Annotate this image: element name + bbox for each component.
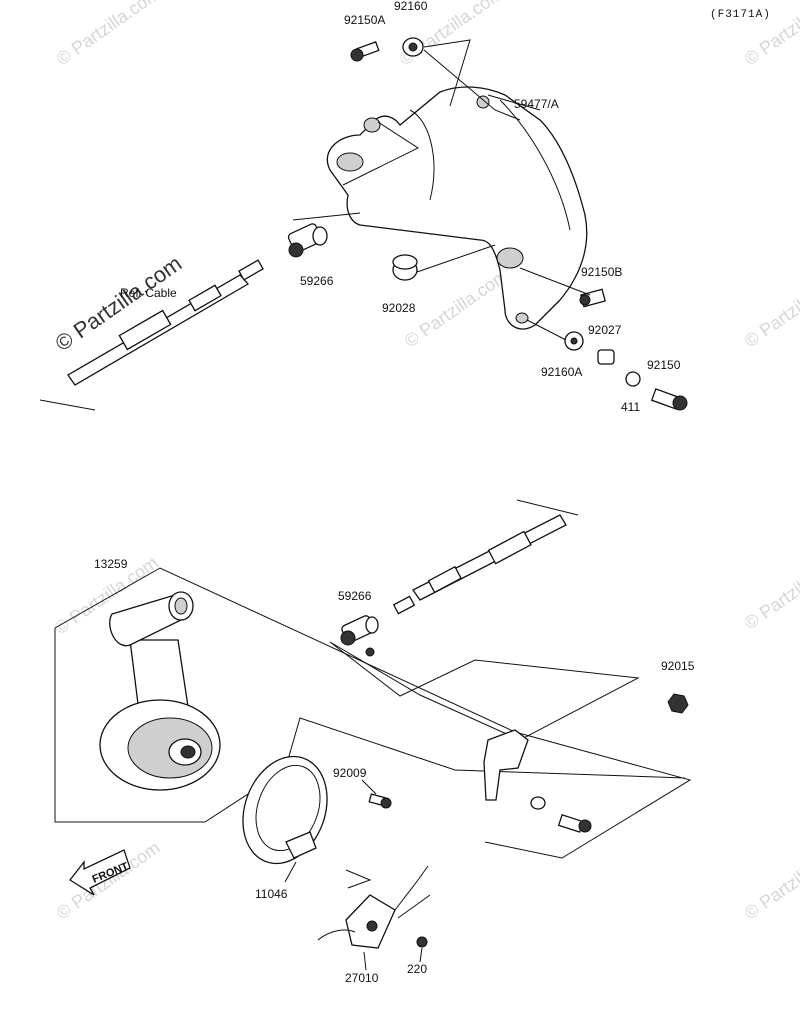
bolt-92150a — [350, 41, 380, 62]
label-11046: 11046 — [255, 887, 288, 901]
label-92027: 92027 — [588, 323, 622, 337]
bolt-92150b — [519, 267, 606, 308]
label-59266-bottom: 59266 — [338, 589, 372, 603]
cable-bracket — [483, 729, 592, 833]
watermark: © Partzilla.com — [741, 547, 800, 633]
bolt-92150 — [650, 388, 688, 411]
label-220: 220 — [407, 962, 427, 976]
watermark-prominent: © Partzilla.com — [51, 251, 187, 357]
watermark: © Partzilla.com — [401, 265, 512, 351]
label-13259: 13259 — [94, 557, 128, 571]
watermark: © Partzilla.com — [741, 837, 800, 923]
label-59477a: 59477/A — [514, 97, 559, 111]
collar-92027 — [597, 349, 615, 365]
label-92160a: 92160A — [541, 365, 582, 379]
switch-27010 — [317, 865, 431, 949]
bushing-92028 — [392, 244, 496, 281]
washer-411 — [625, 371, 641, 387]
control-cable-bottom — [392, 499, 579, 615]
diagram-code: (F3171A) — [710, 9, 771, 21]
label-411: 411 — [621, 400, 640, 414]
throttle-lever-13259 — [99, 591, 221, 791]
label-ref-cable: Ref. Cable — [120, 286, 177, 300]
label-92150b: 92150B — [581, 265, 622, 279]
watermark: © Partzilla.com — [741, 265, 800, 351]
screw-92009 — [368, 793, 392, 809]
leader-line — [423, 39, 541, 121]
label-92150a: 92150A — [344, 13, 385, 27]
cable-end-59266-bottom — [340, 615, 379, 657]
label-92009: 92009 — [333, 766, 367, 780]
label-92015: 92015 — [661, 659, 695, 673]
cable-end-59266-top — [287, 223, 328, 258]
screw-220 — [416, 936, 428, 948]
label-92150: 92150 — [647, 358, 681, 372]
label-27010: 27010 — [345, 971, 379, 985]
bracket-59477a — [326, 86, 588, 330]
control-cable-top — [39, 259, 264, 411]
nut-92015 — [667, 693, 689, 714]
label-92160: 92160 — [394, 0, 428, 13]
label-92028: 92028 — [382, 301, 416, 315]
watermark: © Partzilla.com — [53, 0, 164, 69]
label-59266-top: 59266 — [300, 274, 334, 288]
mounting-plate-11046 — [242, 755, 328, 865]
